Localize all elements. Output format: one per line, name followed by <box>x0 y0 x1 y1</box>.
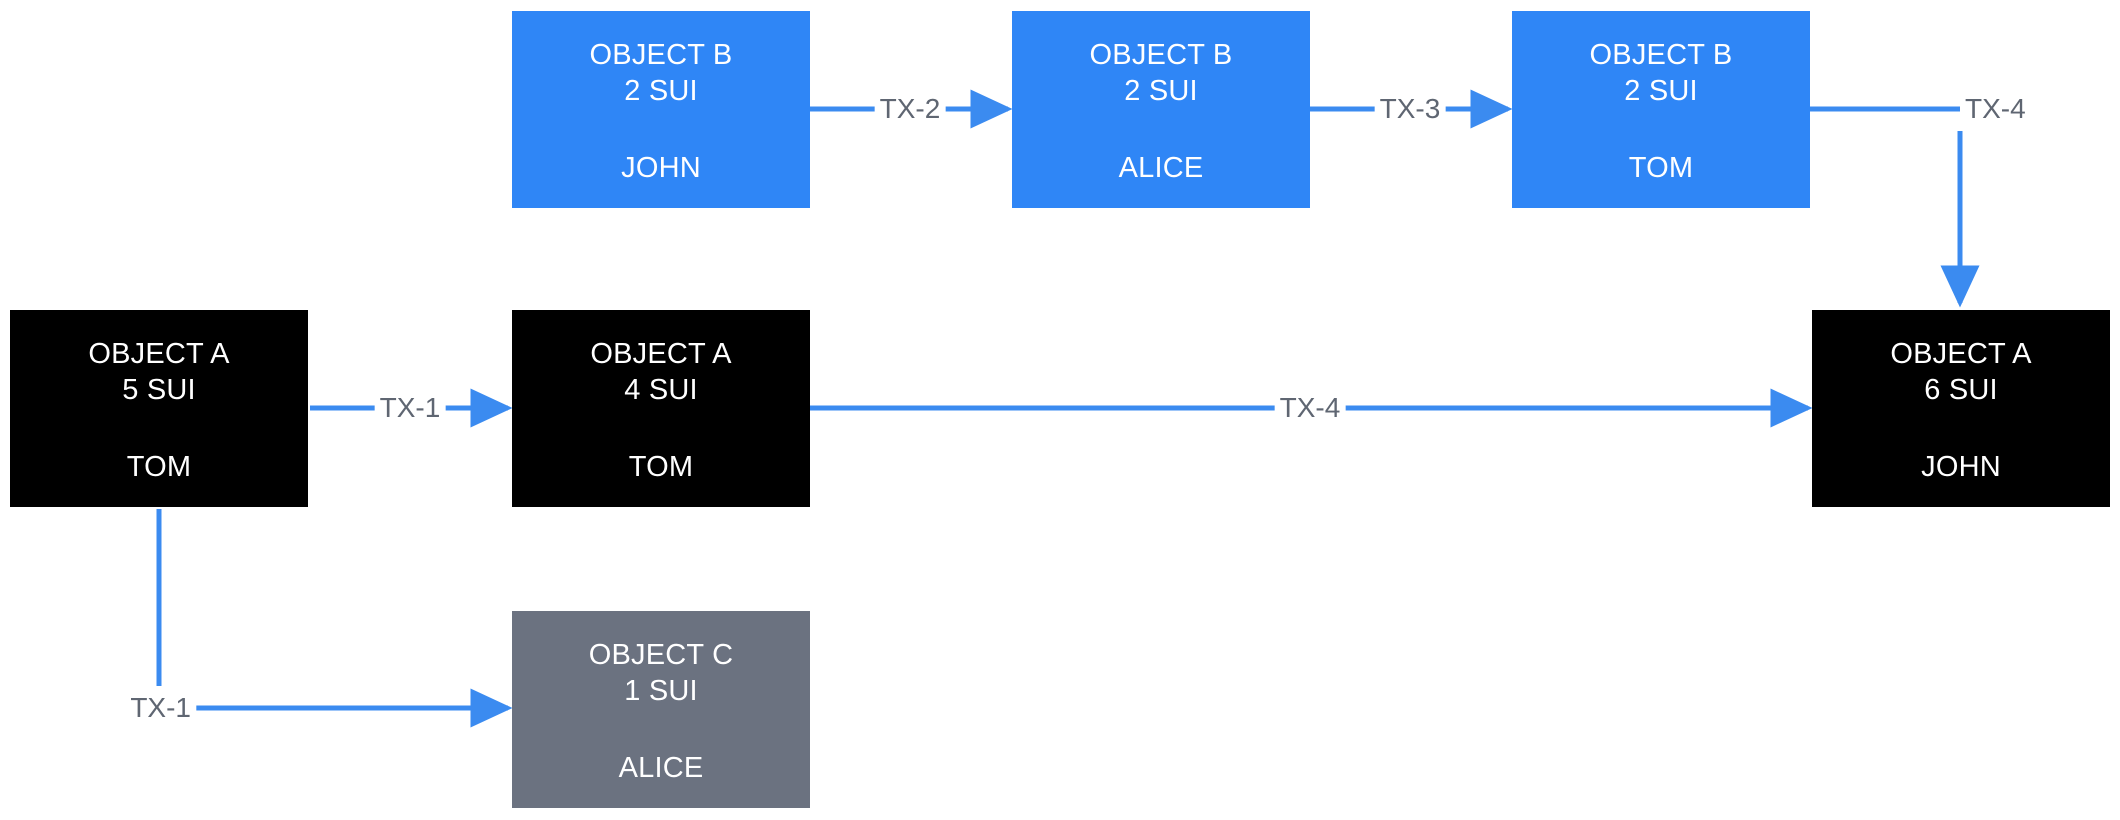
node-amount: 2 SUI <box>624 75 698 107</box>
node-amount: 4 SUI <box>624 374 698 406</box>
node-title: OBJECT B <box>589 39 733 71</box>
node-title: OBJECT B <box>1089 39 1233 71</box>
node-owner: ALICE <box>1118 152 1204 184</box>
node-object-c-alice[interactable]: OBJECT C 1 SUI ALICE <box>512 611 810 808</box>
node-owner: JOHN <box>1921 451 2001 483</box>
edge-label-tx-1-branch: TX-1 <box>125 693 196 723</box>
edge-label-tx-3: TX-3 <box>1374 94 1446 124</box>
edge-label-tx-4-main: TX-4 <box>1274 393 1346 423</box>
edge-label-tx-1: TX-1 <box>374 393 446 423</box>
node-owner: TOM <box>1628 152 1694 184</box>
node-amount: 5 SUI <box>122 374 196 406</box>
edge-label-tx-4-branch: TX-4 <box>1960 94 2031 124</box>
node-title: OBJECT B <box>1589 39 1733 71</box>
node-owner: JOHN <box>621 152 701 184</box>
node-object-a-tom-4sui[interactable]: OBJECT A 4 SUI TOM <box>512 310 810 507</box>
node-owner: TOM <box>126 451 192 483</box>
node-amount: 2 SUI <box>1624 75 1698 107</box>
node-owner: TOM <box>628 451 694 483</box>
node-title: OBJECT A <box>1890 338 2032 370</box>
node-object-a-tom-5sui[interactable]: OBJECT A 5 SUI TOM <box>10 310 308 507</box>
edge-label-tx-2: TX-2 <box>874 94 946 124</box>
node-owner: ALICE <box>618 752 704 784</box>
node-object-a-john-6sui[interactable]: OBJECT A 6 SUI JOHN <box>1812 310 2110 507</box>
node-object-b-john[interactable]: OBJECT B 2 SUI JOHN <box>512 11 810 208</box>
node-amount: 2 SUI <box>1124 75 1198 107</box>
node-object-b-alice[interactable]: OBJECT B 2 SUI ALICE <box>1012 11 1310 208</box>
node-title: OBJECT A <box>88 338 230 370</box>
node-object-b-tom[interactable]: OBJECT B 2 SUI TOM <box>1512 11 1810 208</box>
node-amount: 1 SUI <box>624 675 698 707</box>
node-title: OBJECT C <box>588 639 734 671</box>
node-title: OBJECT A <box>590 338 732 370</box>
node-amount: 6 SUI <box>1924 374 1998 406</box>
